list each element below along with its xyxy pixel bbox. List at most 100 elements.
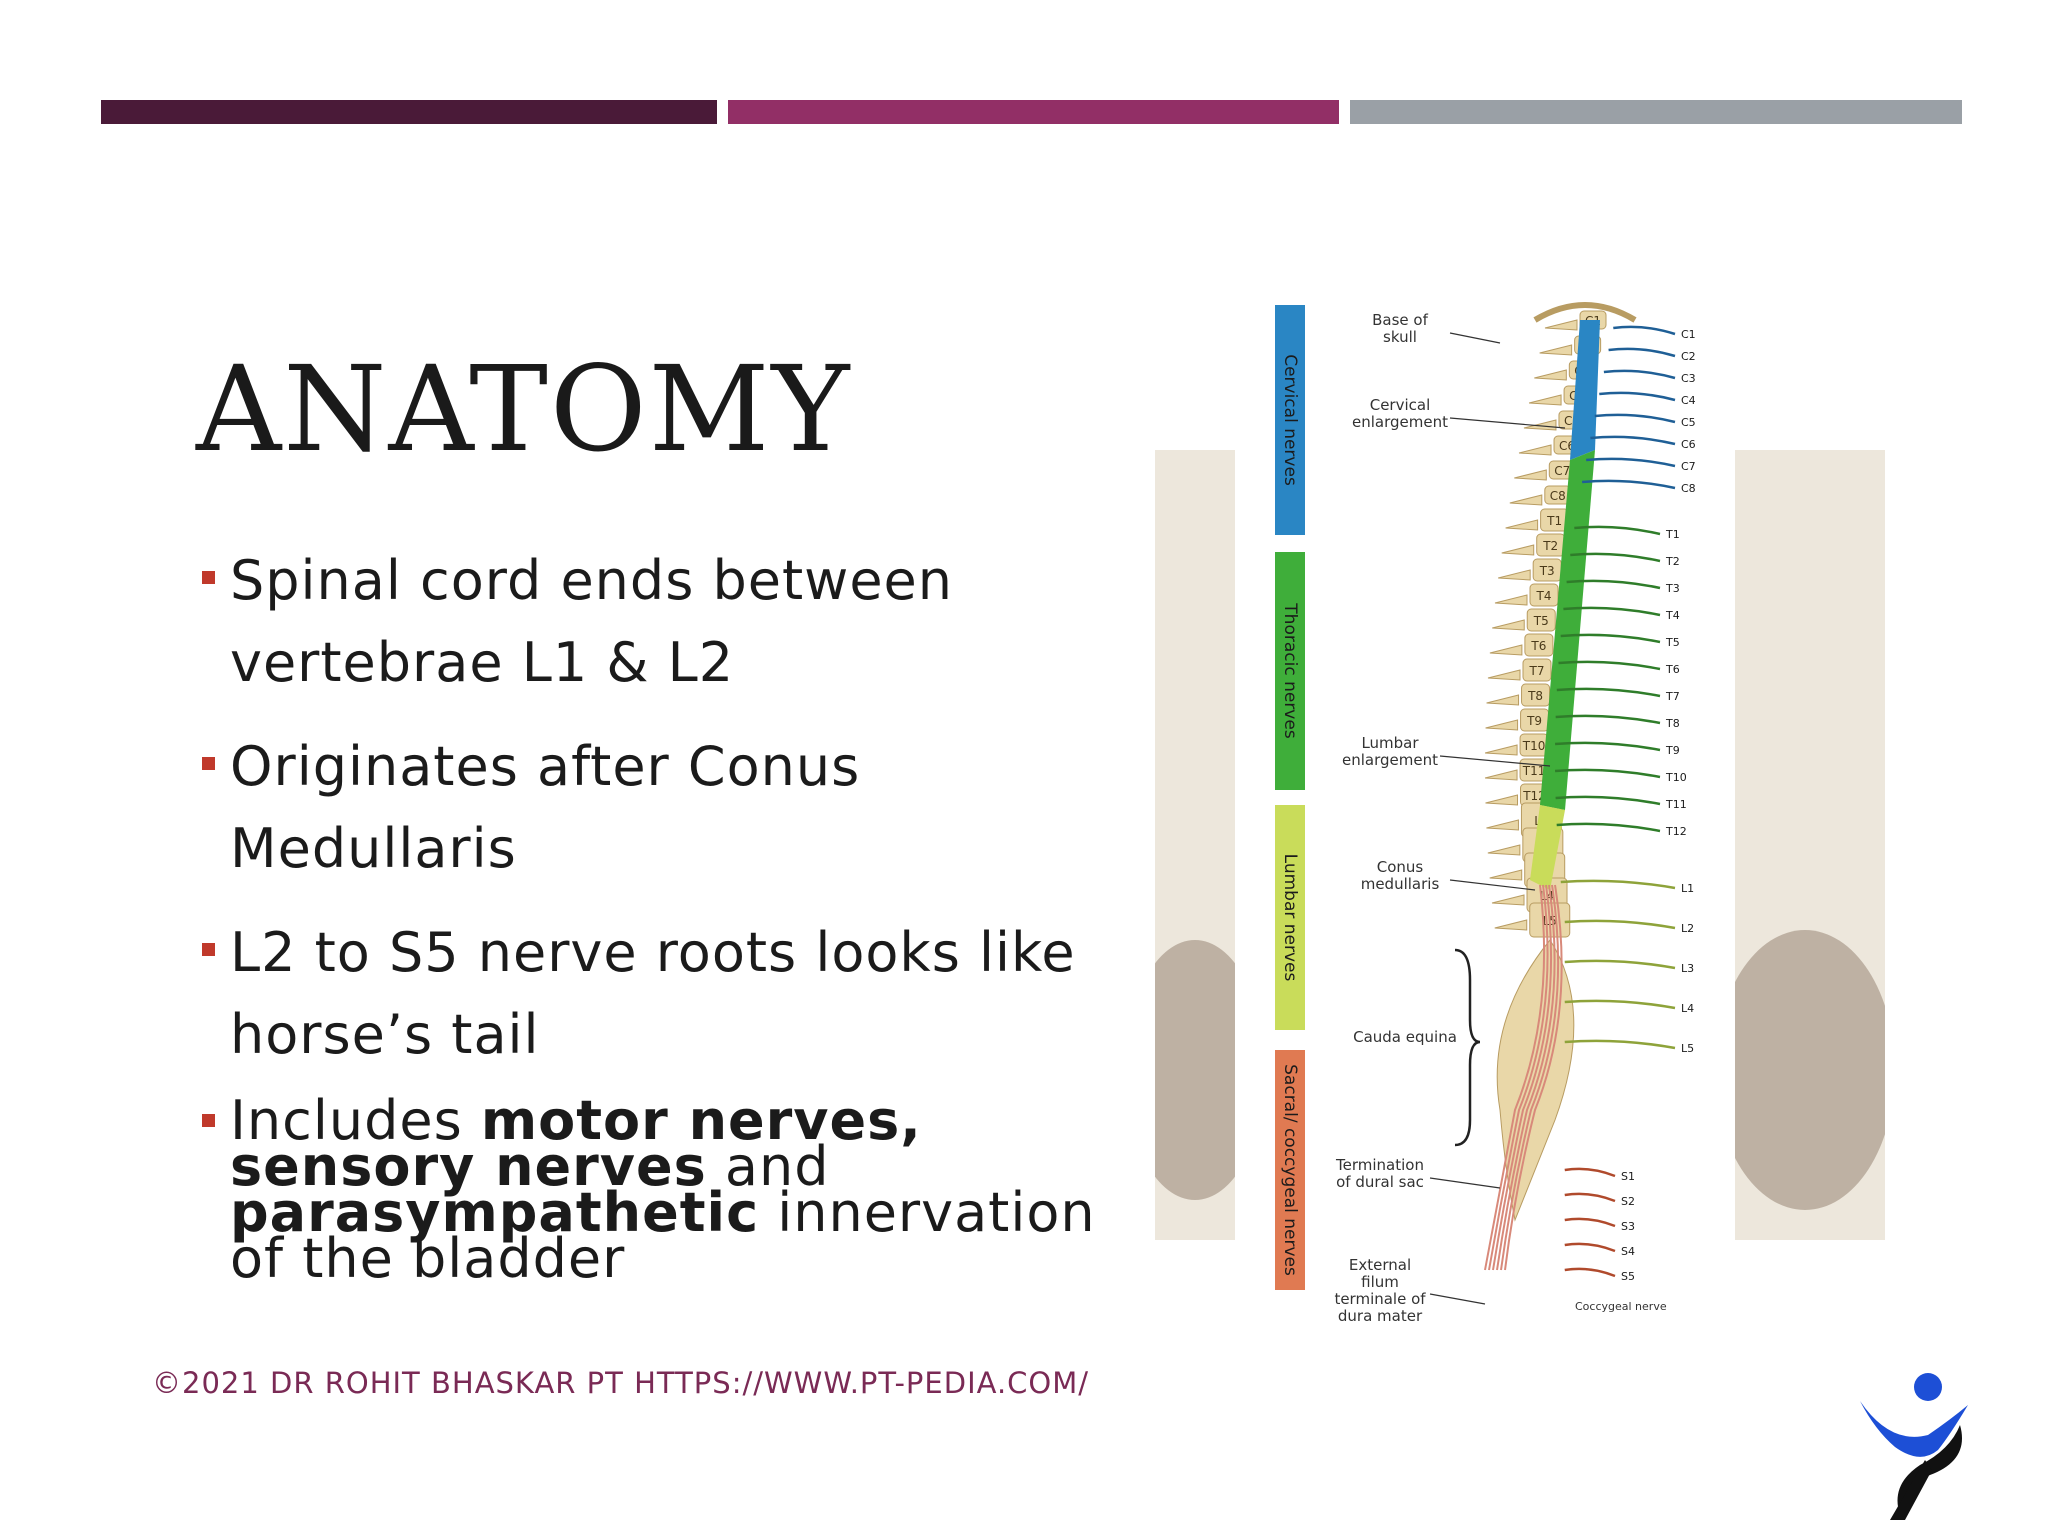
nerve-roots: C1C2C3C4C5C6C7C8T1T2T3T4T5T6T7T8T9T10T11… [1554, 325, 1696, 1283]
cauda-equina-strand [1500, 884, 1560, 1271]
nerve-label: L4 [1681, 1002, 1694, 1015]
region-bar [1275, 552, 1305, 790]
vertebra-label: T5 [1533, 614, 1549, 628]
bullet-item: L2 to S5 nerve roots looks like horse’s … [202, 912, 1122, 1076]
nerve-root [1594, 413, 1676, 424]
nerve-label: C6 [1681, 438, 1696, 451]
spinous-process [1492, 619, 1525, 631]
header-bar-dark [101, 100, 717, 124]
cauda-equina-strand [1492, 884, 1553, 1271]
vertebra-label: T9 [1526, 714, 1542, 728]
annotation-label: External [1349, 1256, 1411, 1274]
annotation-label: of dural sac [1336, 1173, 1424, 1191]
nerve-root [1574, 525, 1661, 536]
nerve-root [1608, 347, 1676, 358]
spinous-process [1534, 369, 1567, 381]
spinous-process [1501, 544, 1535, 556]
annotation-leader [1449, 879, 1536, 891]
nerve-label: S4 [1621, 1245, 1635, 1258]
nerve-label: L1 [1681, 882, 1694, 895]
annotation-label: terminale of [1334, 1290, 1426, 1308]
vertebra [1522, 658, 1552, 682]
spinous-process [1494, 919, 1528, 931]
nerve-root [1570, 552, 1661, 563]
nerve-root [1566, 579, 1661, 590]
annotation-label: filum [1361, 1273, 1399, 1291]
region-bar [1275, 305, 1305, 535]
nerve-label: L5 [1681, 1042, 1694, 1055]
annotation-leader [1449, 332, 1501, 344]
bullet-text: Spinal cord ends between vertebrae L1 & … [230, 549, 953, 694]
annotation-label: Termination [1335, 1156, 1424, 1174]
bullet-text-mid: and [706, 1135, 830, 1198]
nerve-root [1554, 741, 1661, 752]
cord-cervical [1570, 320, 1600, 460]
spinous-process [1491, 894, 1525, 906]
nerve-label: T2 [1665, 555, 1680, 568]
vertebra-label: T1 [1546, 514, 1562, 528]
nerve-root [1564, 1167, 1616, 1178]
bullet-text-bold: motor nerves, sensory nerves [230, 1089, 922, 1198]
vertebra-label: T8 [1527, 689, 1543, 703]
logo-head-icon [1914, 1373, 1942, 1401]
cauda-equina-strand [1484, 884, 1546, 1271]
bullet-marker-icon [202, 943, 215, 956]
nerve-root [1564, 1267, 1616, 1278]
bullet-item: Includes motor nerves, sensory nerves an… [202, 1094, 1122, 1286]
vertebra-label: C7 [1554, 464, 1570, 478]
nerve-label: S2 [1621, 1195, 1635, 1208]
bullet-marker-icon [202, 757, 215, 770]
nerve-label: C2 [1681, 350, 1696, 363]
nerve-label: T8 [1665, 717, 1680, 730]
annotation-leader [1449, 417, 1566, 429]
nerve-label: T6 [1665, 663, 1680, 676]
spinous-process [1486, 694, 1520, 706]
bullet-text: L2 to S5 nerve roots looks like horse’s … [230, 921, 1076, 1066]
annotation-leader [1439, 755, 1551, 767]
vertebra-label: T10 [1522, 739, 1546, 753]
nerve-label: S5 [1621, 1270, 1635, 1283]
figure-panel [1235, 290, 1735, 1340]
nerve-label: T9 [1665, 744, 1680, 757]
bullet-text-post: innervation of the bladder [230, 1181, 1096, 1290]
bullet-text-bold: parasympathetic [230, 1181, 760, 1244]
nerve-root [1556, 822, 1661, 833]
vertebra [1529, 583, 1559, 607]
skull-base [1533, 302, 1637, 323]
logo-arms-icon [1860, 1401, 1968, 1457]
nerve-root [1586, 457, 1676, 468]
nerve-label: T10 [1665, 771, 1687, 784]
nerve-label: S3 [1621, 1220, 1635, 1233]
spinous-process [1484, 744, 1518, 756]
spine-column: C1C2C3C4C5C6C7C8T1T2T3T4T5T6T7T8T9T10T11… [1484, 302, 1637, 1271]
vertebra [1526, 608, 1556, 632]
nerve-root [1582, 479, 1676, 490]
bullet-list: Spinal cord ends between vertebrae L1 & … [202, 540, 1122, 1304]
region-label: Sacral/ coccygeal nerves [1280, 1064, 1300, 1276]
nerve-root [1564, 959, 1676, 970]
header-bar-magenta [728, 100, 1339, 124]
logo-leg-icon [1890, 1460, 1932, 1520]
figure-annotations: Base ofskullCervicalenlargementLumbarenl… [1334, 311, 1666, 1325]
bullet-item: Spinal cord ends between vertebrae L1 & … [202, 540, 1122, 704]
nerve-root [1555, 714, 1661, 725]
nerve-label: T7 [1665, 690, 1680, 703]
nerve-label: C3 [1681, 372, 1696, 385]
nerve-root [1564, 1039, 1676, 1050]
annotation-leader [1429, 1177, 1501, 1189]
annotation-label: skull [1383, 328, 1417, 346]
nerve-root [1560, 633, 1661, 644]
bullet-text-pre: Includes [230, 1089, 481, 1152]
spinous-process [1485, 719, 1519, 731]
annotation-leader [1429, 1293, 1486, 1305]
nerve-root [1564, 1242, 1616, 1253]
nerve-root [1554, 768, 1661, 779]
nerve-label: C4 [1681, 394, 1696, 407]
annotation-label: Cauda equina [1353, 1028, 1457, 1046]
region-label: Cervical nerves [1280, 354, 1300, 486]
spinous-process [1498, 569, 1531, 581]
vertebra [1521, 683, 1551, 707]
